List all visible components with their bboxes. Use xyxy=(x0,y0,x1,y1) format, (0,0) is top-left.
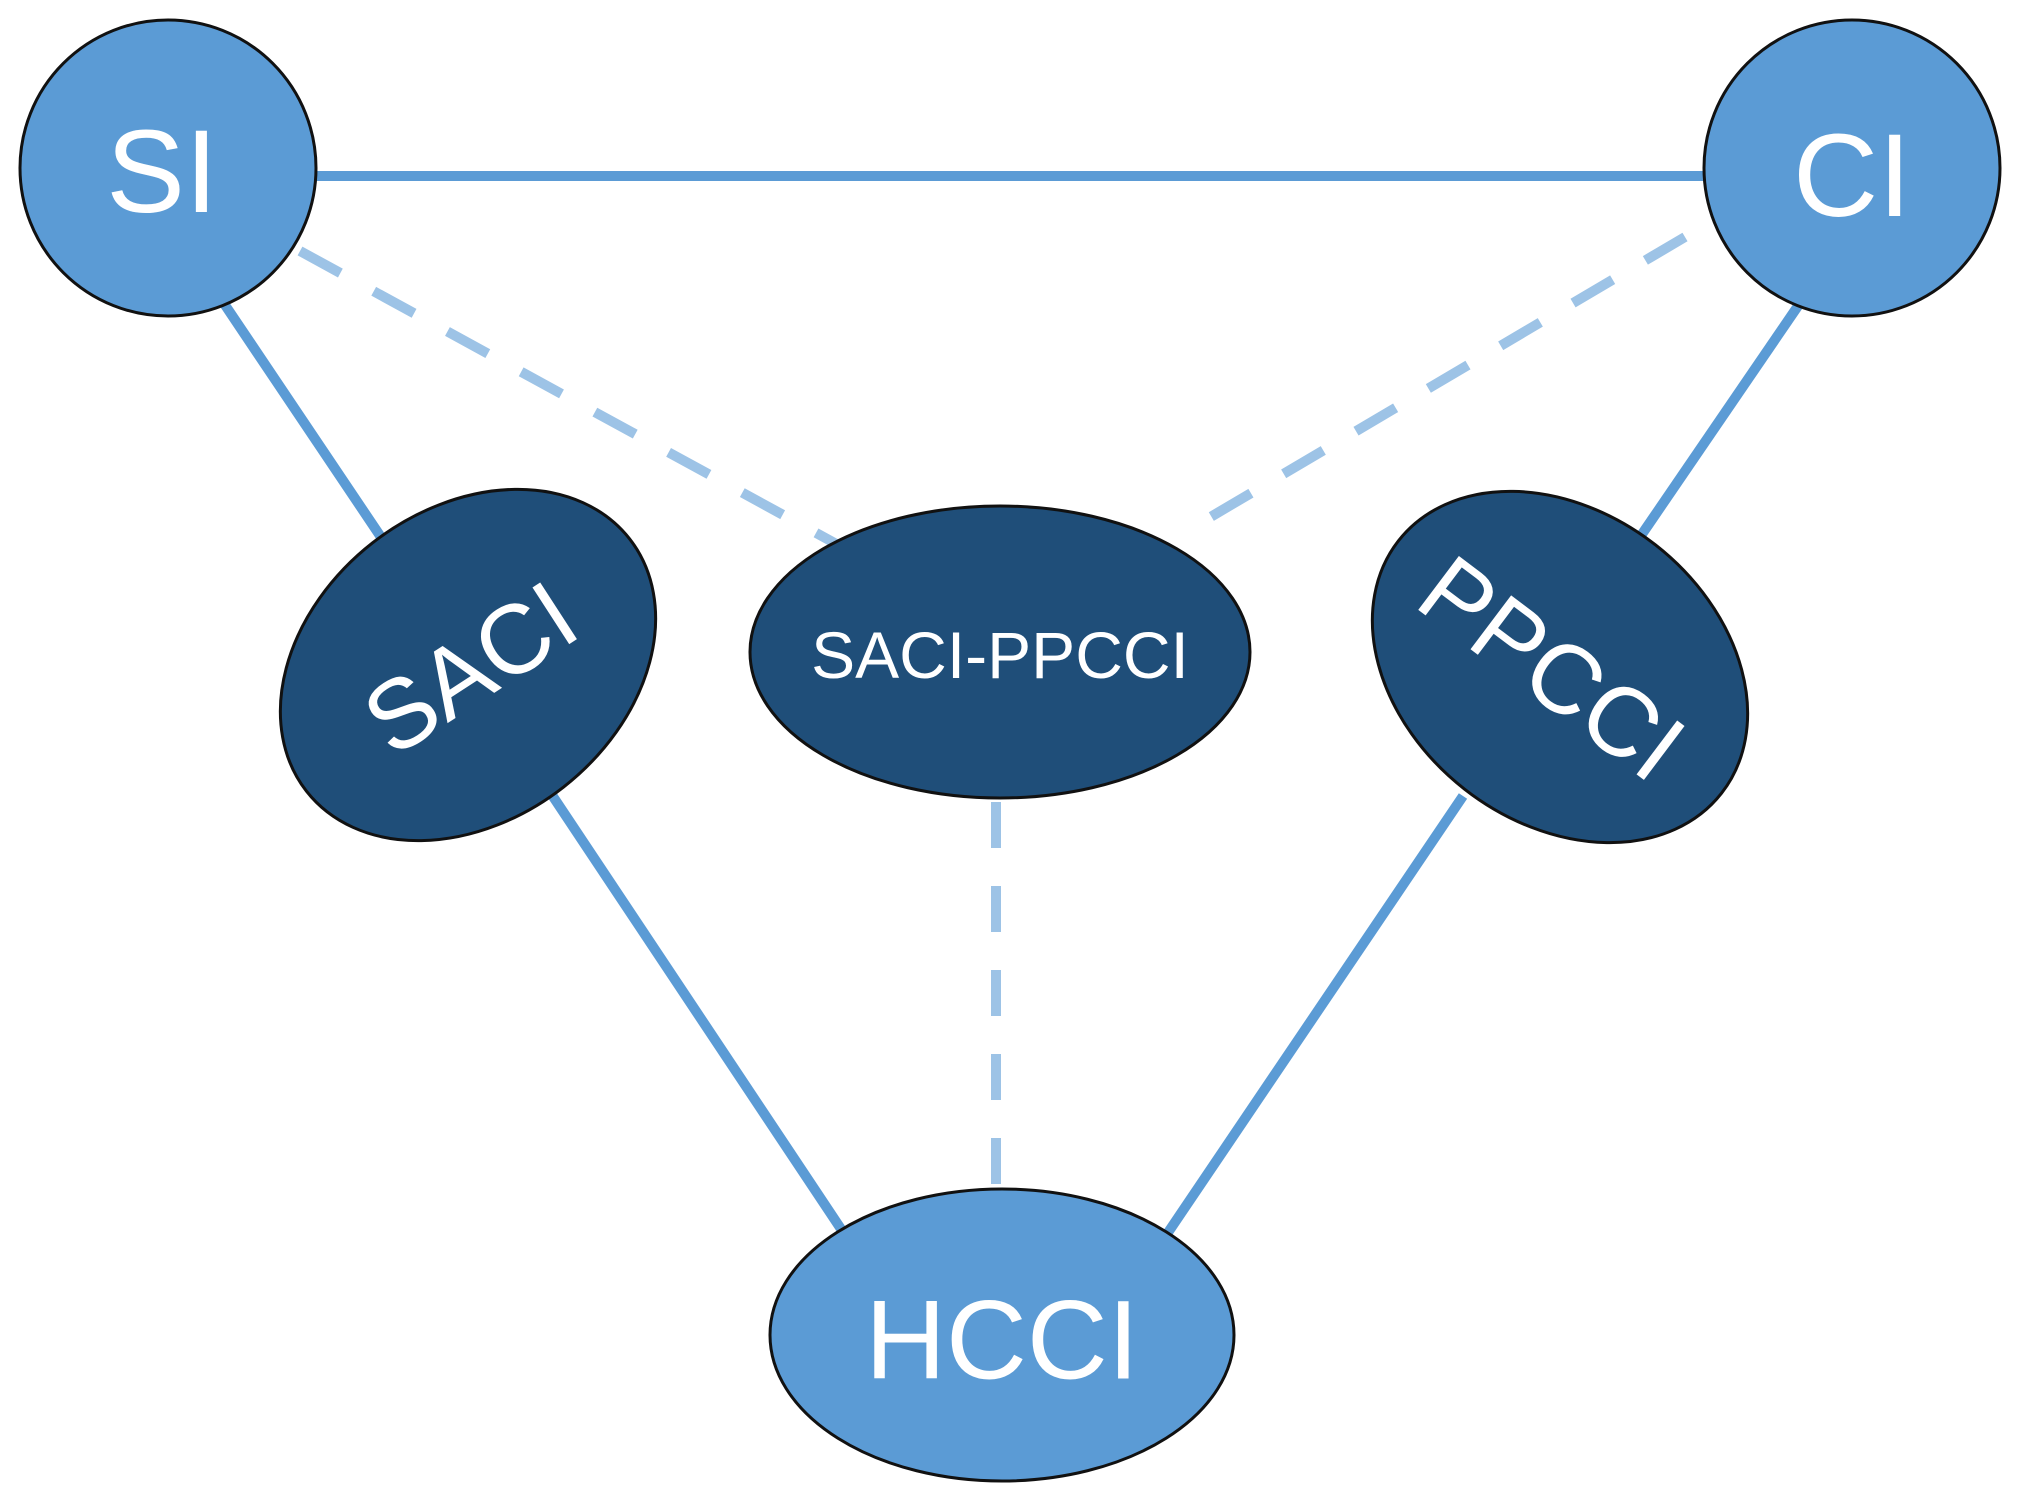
edge-si-saci xyxy=(218,299,398,558)
node-si-shape xyxy=(18,18,318,318)
node-si: SI xyxy=(18,18,318,318)
edges xyxy=(218,171,1805,1238)
node-saci-ppcci: SACI-PPCCI xyxy=(748,504,1252,800)
node-hcci-label: HCCI xyxy=(865,1278,1139,1403)
edge-ppcci-hcci xyxy=(1162,793,1468,1237)
edge-si-saci-ppcci xyxy=(297,246,843,551)
node-saci-ppcci-label: SACI-PPCCI xyxy=(811,618,1189,692)
node-ci-label: CI xyxy=(1793,110,1911,242)
node-saci: SACI xyxy=(278,487,658,843)
node-si-label: SI xyxy=(106,106,218,238)
node-ppcci-shape xyxy=(1370,489,1750,845)
node-hcci: HCCI xyxy=(768,1187,1236,1483)
node-ci: CI xyxy=(1702,18,2002,318)
nodes: SI CI SACI SACI-PPCCI PPCCI HCCI xyxy=(18,18,2002,1483)
node-ppcci: PPCCI xyxy=(1370,489,1750,845)
node-ci-shape xyxy=(1702,18,2002,318)
node-hcci-shape xyxy=(768,1187,1236,1483)
node-saci-ppcci-shape xyxy=(748,504,1252,800)
edge-ci-saci-ppcci xyxy=(1177,232,1688,540)
edge-ci-ppcci xyxy=(1620,300,1805,562)
edge-saci-hcci xyxy=(545,789,850,1238)
node-saci-shape xyxy=(278,487,658,843)
